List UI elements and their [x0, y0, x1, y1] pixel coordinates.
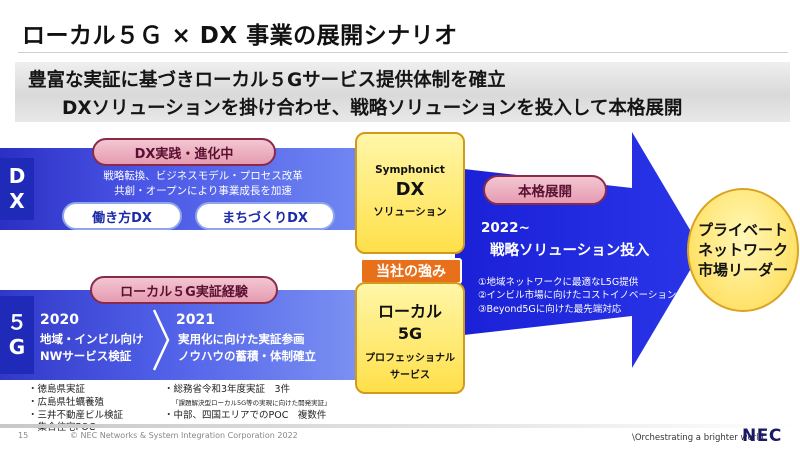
year-2020-desc: 地域・インビル向け NWサービス検証	[40, 331, 144, 364]
year-2021: 2021	[176, 312, 215, 328]
arrow-items: ①地域ネットワークに最適なL5G提供 ②インビル市場に向けたコストイノベーション…	[478, 276, 676, 316]
tagline: \Orchestrating a brighter world	[632, 433, 764, 443]
pilot-right-line1: ・総務省令和3年度実証 3件	[164, 384, 291, 395]
goal-line1: プライベート	[697, 220, 788, 239]
local5g-line1: ローカル	[377, 302, 442, 321]
arrow-item-1: ①地域ネットワークに最適なL5G提供	[478, 277, 639, 288]
symphonict-dx-box: Symphonict DX ソリューション	[355, 132, 465, 254]
banner-line-1: 豊富な実証に基づきローカル５Gサービス提供体制を確立	[28, 70, 506, 91]
our-strength-label: 当社の強み	[360, 258, 462, 284]
local5g-experience-pill: ローカル５G実証経験	[90, 276, 278, 304]
footer-rule	[0, 424, 800, 428]
copyright: © NEC Networks & System Integration Corp…	[70, 431, 298, 440]
g5-side-label: ５ G	[0, 296, 34, 374]
arrow-headline: 戦略ソリューション投入	[490, 243, 650, 259]
pilot-item-3: ・三井不動産ビル検証	[28, 409, 124, 421]
pilot-right-note: 「課題解決型ローカル5G等の実現に向けた開発実証」	[164, 397, 331, 410]
local5g-line4: サービス	[390, 370, 430, 381]
full-deployment-pill: 本格展開	[483, 175, 607, 205]
dx-text-1: 戦略転換、ビジネスモデル・プロセス改革	[103, 170, 303, 182]
year-2021-desc-line1: 実用化に向けた実証参画	[178, 332, 305, 346]
summary-banner	[15, 62, 790, 122]
chevron-divider-icon	[152, 309, 170, 371]
workstyle-dx-chip: 働き方DX	[62, 202, 182, 230]
year-2021-desc: 実用化に向けた実証参画 ノウハウの蓄積・体制確立	[178, 331, 316, 364]
year-2020: 2020	[40, 312, 79, 328]
year-2020-desc-line2: NWサービス検証	[40, 348, 132, 363]
pilot-right-line3: ・中部、四国エリアでのPOC 複数件	[164, 409, 327, 421]
arrow-year: 2022~	[481, 220, 530, 236]
year-2020-desc-line1: 地域・インビル向け	[40, 332, 144, 346]
local5g-line3: プロフェッショナル	[365, 353, 455, 364]
dx-side-label-2: X	[9, 189, 25, 213]
pilot-list-right: ・総務省令和3年度実証 3件 「課題解決型ローカル5G等の実現に向けた開発実証」…	[164, 384, 331, 422]
title-divider	[18, 52, 788, 53]
pilot-item-1: ・徳島県実証	[28, 384, 86, 395]
arrow-item-3: ③Beyond5Gに向けた最先端対応	[478, 303, 622, 315]
nec-logo: NEC	[742, 426, 782, 446]
g5-band	[0, 290, 355, 380]
market-leader-oval: プライベート ネットワーク 市場リーダー	[687, 188, 799, 312]
goal-line3: 市場リーダー	[697, 261, 788, 280]
year-2021-desc-line2: ノウハウの蓄積・体制確立	[178, 348, 316, 363]
g5-side-label-1: ５	[7, 310, 27, 334]
banner-line-2: DXソリューションを掛け合わせ、戦略ソリューションを投入して本格展開	[62, 98, 683, 119]
town-dx-chip: まちづくりDX	[195, 202, 335, 230]
pilot-item-2: ・広島県牡蠣養殖	[28, 396, 105, 408]
page-number: 15	[18, 431, 29, 440]
symphonict-line1: Symphonict	[375, 164, 445, 176]
dx-text-2: 共創・オープンにより事業成長を加速	[114, 185, 292, 197]
g5-side-label-2: G	[8, 335, 26, 359]
arrow-item-2: ②インビル市場に向けたコストイノベーション	[478, 290, 677, 302]
local5g-line2: 5G	[397, 324, 423, 343]
dx-side-label-1: D	[8, 164, 26, 188]
dx-practice-pill: DX実践・進化中	[92, 138, 276, 166]
page-title: ローカル５Ｇ × DX 事業の展開シナリオ	[22, 23, 458, 49]
pilot-right-line2: 「課題解決型ローカル5G等の実現に向けた開発実証」	[172, 398, 331, 407]
goal-line2: ネットワーク	[697, 240, 788, 259]
local5g-pro-box: ローカル 5G プロフェッショナル サービス	[355, 282, 465, 394]
symphonict-line3: ソリューション	[373, 206, 447, 218]
symphonict-line2: DX	[395, 179, 425, 200]
dx-side-label: D X	[0, 158, 34, 220]
